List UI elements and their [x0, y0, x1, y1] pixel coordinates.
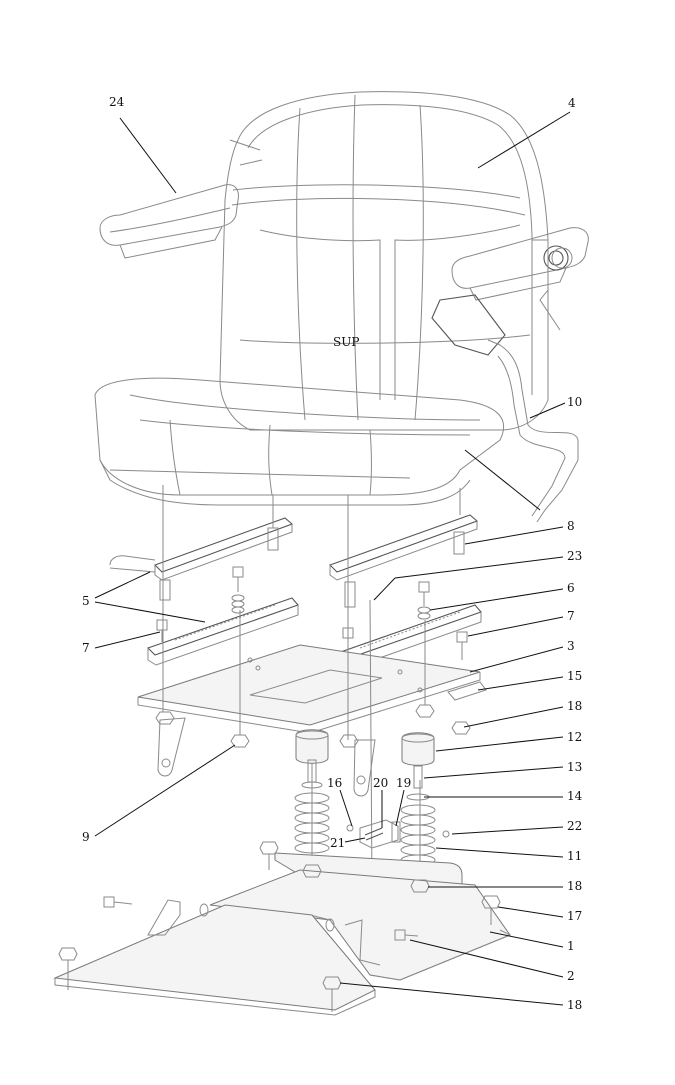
callout-7-right: 7 — [567, 609, 575, 623]
callout-24: 24 — [109, 95, 125, 109]
callout-5: 5 — [82, 594, 90, 608]
callout-18-top: 18 — [567, 699, 582, 713]
callout-19: 19 — [396, 776, 411, 790]
leader-lines — [94, 111, 571, 1006]
left-spring — [294, 759, 330, 854]
left-lower-slide-rail — [146, 597, 299, 666]
callout-18-bottom: 18 — [567, 998, 582, 1012]
callout-22: 22 — [567, 819, 582, 833]
seat-badge: SUP — [333, 335, 359, 349]
seat-belt — [431, 294, 579, 523]
callout-9: 9 — [82, 830, 90, 844]
base-bolts — [58, 841, 501, 1012]
callout-21: 21 — [330, 836, 345, 850]
callout-23: 23 — [567, 549, 582, 563]
callout-11: 11 — [567, 849, 582, 863]
callout-14: 14 — [567, 789, 583, 803]
floor-plate — [53, 899, 381, 1016]
callout-20: 20 — [373, 776, 388, 790]
right-spring — [400, 765, 436, 866]
seat-cushion — [94, 377, 505, 506]
height-adjuster — [346, 819, 450, 849]
left-upper-slide-rail — [109, 517, 294, 601]
callout-13: 13 — [567, 760, 582, 774]
left-armrest — [99, 184, 239, 259]
suspension-links — [157, 717, 376, 797]
right-armrest — [451, 227, 589, 331]
callout-labels: 24 4 10 8 23 5 6 7 7 3 15 18 12 13 14 16… — [82, 95, 583, 1012]
right-upper-slide-rail — [328, 514, 479, 608]
base-frame — [209, 852, 512, 981]
callout-16: 16 — [327, 776, 342, 790]
callout-12: 12 — [567, 730, 582, 744]
mounting-plate — [137, 644, 487, 734]
bump-stops — [295, 729, 435, 766]
callout-17: 17 — [567, 909, 582, 923]
callout-6: 6 — [567, 581, 575, 595]
callout-1: 1 — [567, 939, 575, 953]
callout-7-left: 7 — [82, 641, 90, 655]
callout-8: 8 — [567, 519, 575, 533]
callout-2: 2 — [567, 969, 575, 983]
callout-18-mid: 18 — [567, 879, 582, 893]
callout-3: 3 — [567, 639, 575, 653]
callout-4: 4 — [568, 96, 576, 110]
seat-backrest: SUP — [219, 91, 549, 431]
callout-10: 10 — [567, 395, 582, 409]
callout-15: 15 — [567, 669, 582, 683]
